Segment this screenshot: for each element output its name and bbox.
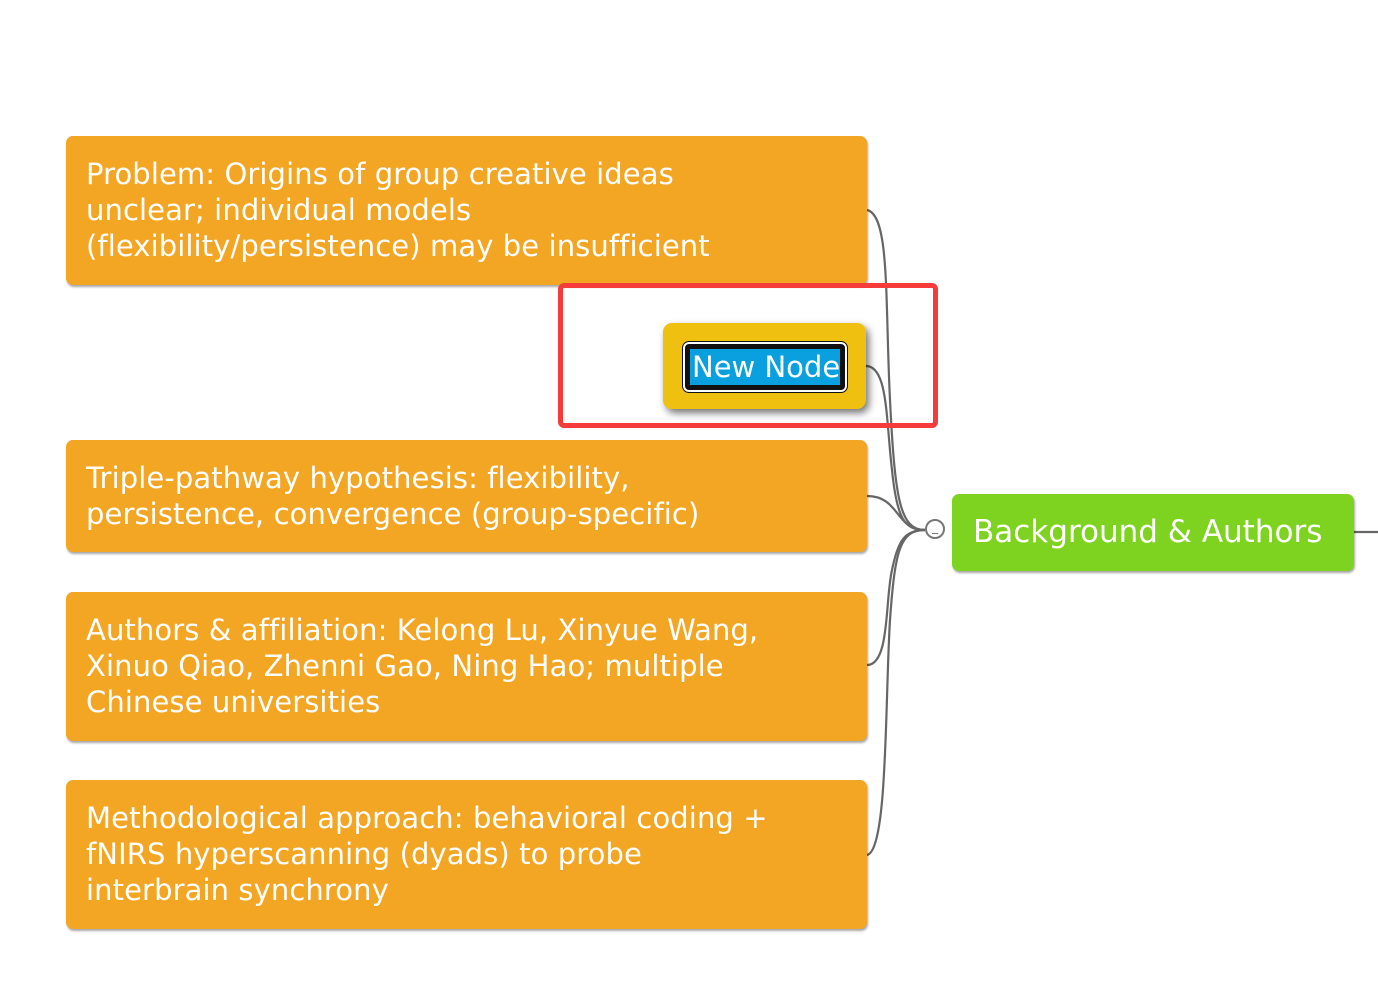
mindmap-node-problem[interactable]: Problem: Origins of group creative ideas… bbox=[66, 136, 867, 285]
mindmap-node-new[interactable]: New Node bbox=[663, 323, 866, 409]
link-method bbox=[866, 528, 926, 857]
node-label: Problem: Origins of group creative ideas… bbox=[86, 157, 710, 263]
link-new-node bbox=[865, 364, 926, 532]
node-label: Triple-pathway hypothesis: flexibility, … bbox=[86, 461, 700, 531]
link-problem bbox=[866, 208, 926, 532]
node-text-editor[interactable]: New Node bbox=[682, 341, 848, 393]
node-label: Methodological approach: behavioral codi… bbox=[86, 801, 768, 907]
node-label: Authors & affiliation: Kelong Lu, Xinyue… bbox=[86, 613, 759, 719]
link-authors bbox=[866, 528, 926, 667]
link-triple bbox=[866, 494, 926, 532]
selected-text[interactable]: New Node bbox=[690, 349, 840, 385]
mindmap-node-authors[interactable]: Authors & affiliation: Kelong Lu, Xinyue… bbox=[66, 592, 867, 741]
mindmap-node-method[interactable]: Methodological approach: behavioral codi… bbox=[66, 780, 867, 929]
root-label: Background & Authors bbox=[973, 514, 1323, 550]
mindmap-node-root[interactable]: Background & Authors bbox=[952, 494, 1354, 571]
mindmap-node-triple-pathway[interactable]: Triple-pathway hypothesis: flexibility, … bbox=[66, 440, 867, 552]
collapse-circle-icon[interactable] bbox=[925, 519, 945, 539]
